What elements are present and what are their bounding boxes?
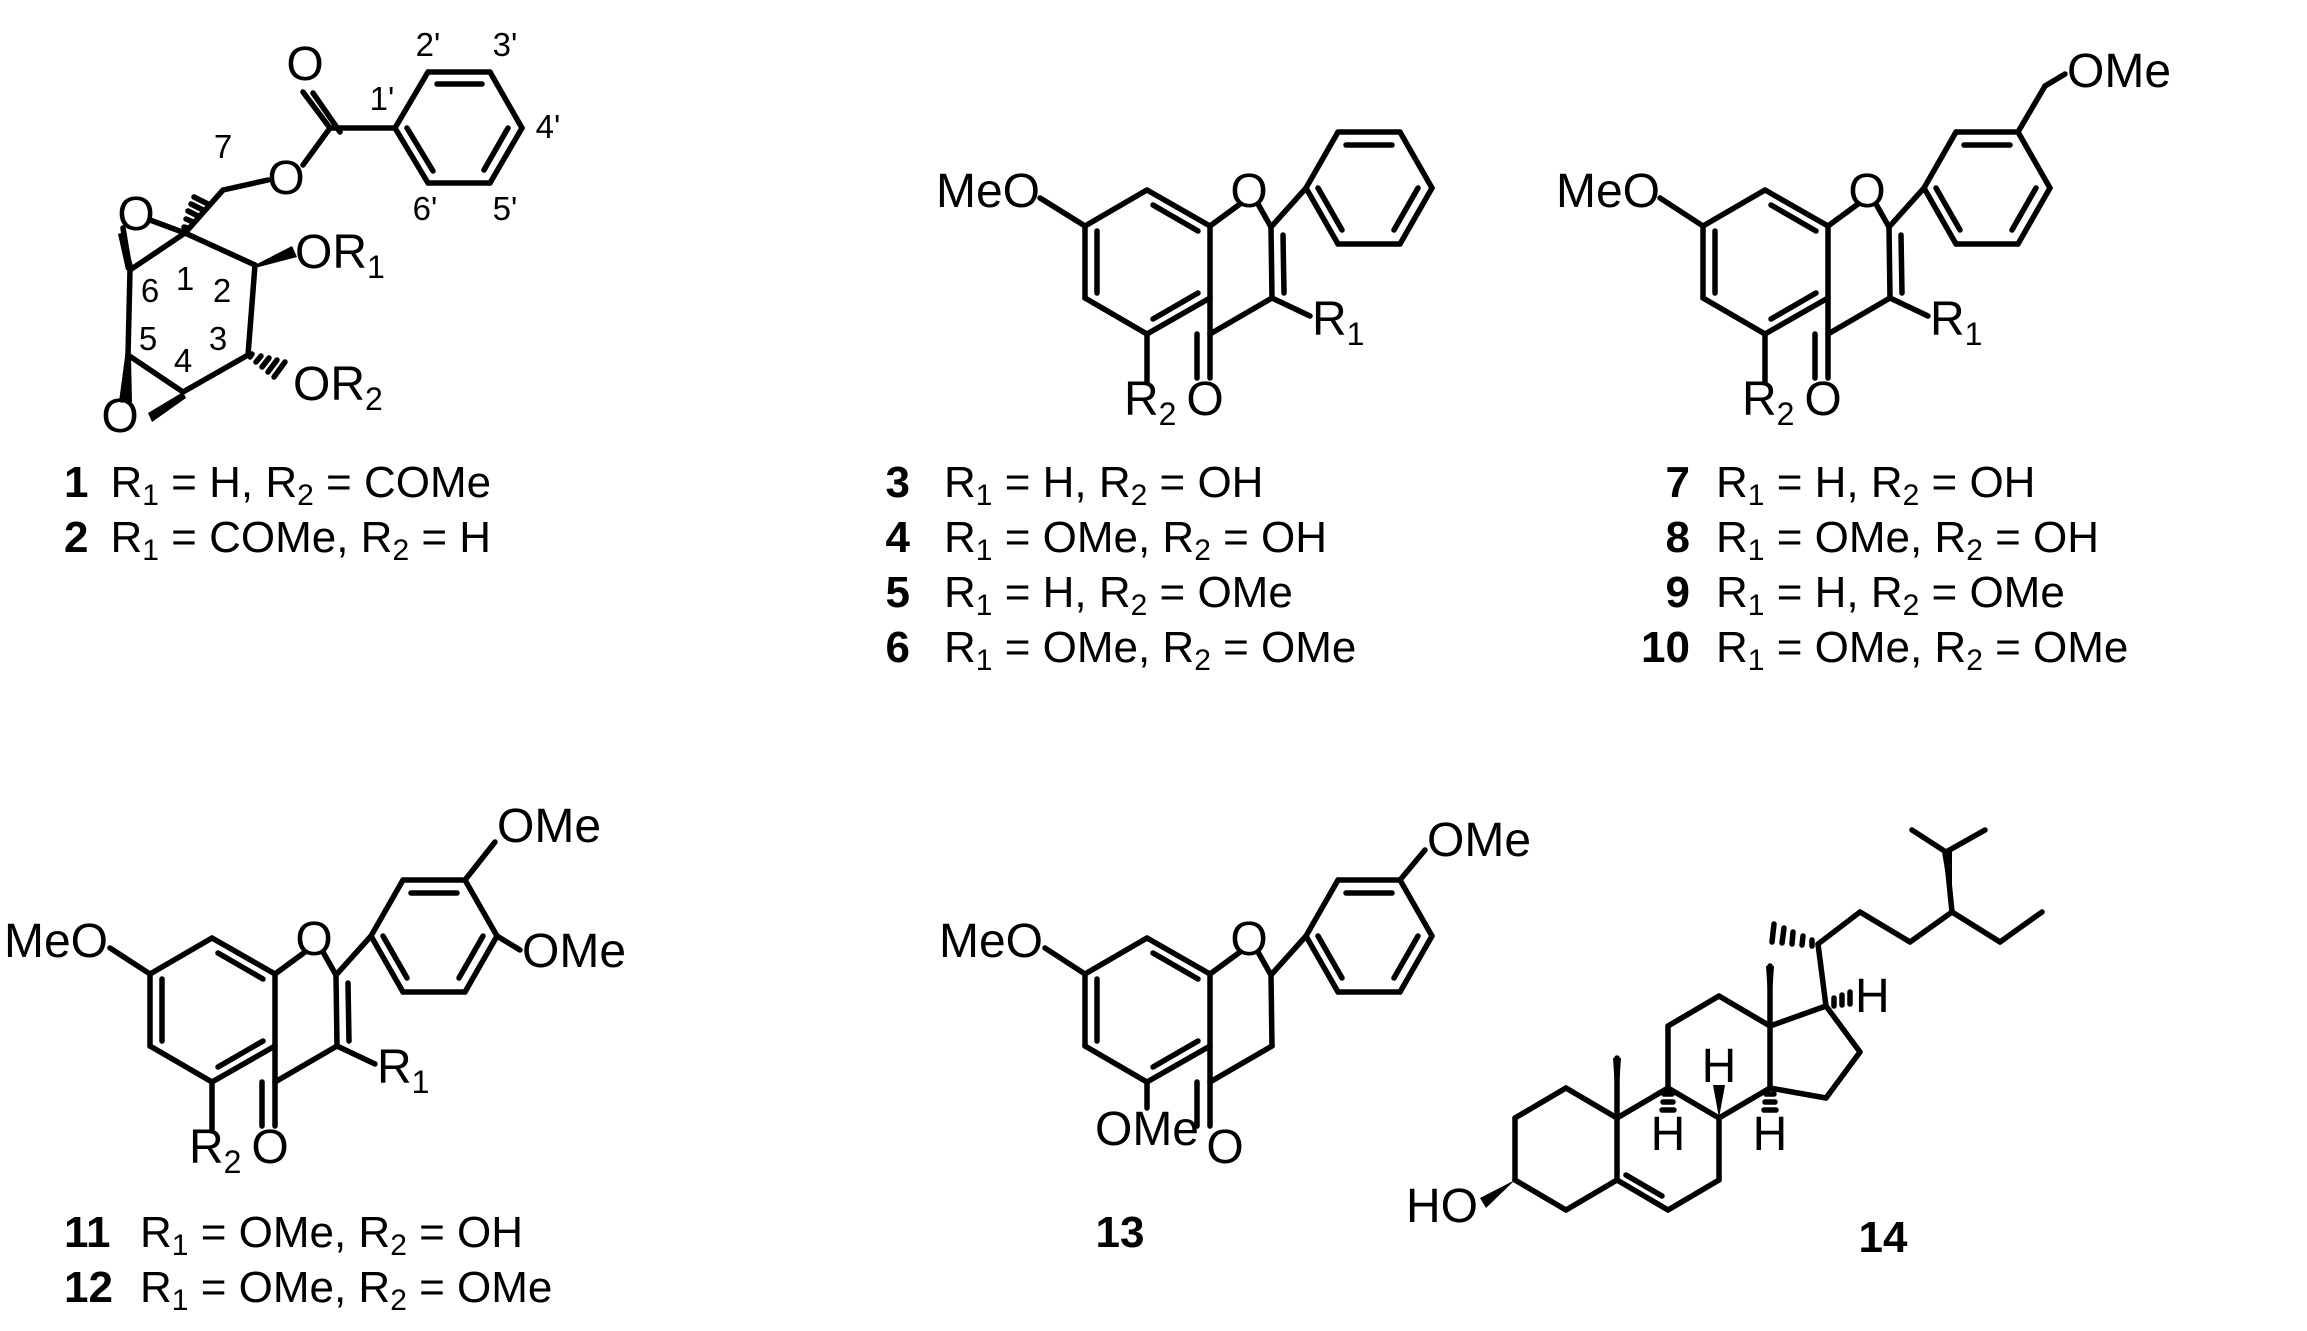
- structure-13: [1042, 847, 1435, 1129]
- structure-1-2-labels: O O O O OR1 OR2 7 1 2 3 4 5 6 1' 2' 3' 4…: [101, 26, 560, 443]
- structure-11-12-labels: MeO O OMe OMe O R1 R2: [4, 800, 626, 1180]
- structure-7-10: [1657, 71, 2068, 385]
- caption-compound-12: R1 = OMe, R2 = OMe: [140, 1263, 552, 1317]
- caption-id-11: 11: [64, 1208, 111, 1257]
- atom-h: H: [1702, 1040, 1737, 1093]
- caption-id-10: 10: [1641, 623, 1690, 672]
- ome-label: OMe: [522, 925, 626, 978]
- r2-label: R2: [1742, 373, 1794, 432]
- position-2p: 2': [416, 26, 441, 63]
- atom-o: O: [1206, 1121, 1243, 1174]
- structure-1-2-wedges: [118, 232, 297, 422]
- position-1p: 1': [370, 80, 395, 117]
- caption-compound-3: R1 = H, R2 = OH: [944, 458, 1263, 512]
- structure-3-6: [1037, 129, 1435, 385]
- position-4: 4: [174, 342, 192, 379]
- r1-label: R1: [377, 1041, 429, 1100]
- atom-o: O: [286, 38, 323, 91]
- caption-id-12: 12: [64, 1263, 113, 1312]
- ome-label: OMe: [1427, 814, 1531, 867]
- ome-label: OMe: [2067, 45, 2171, 98]
- atom-o: O: [117, 188, 154, 241]
- position-2: 2: [213, 272, 231, 309]
- r1-label: R1: [1312, 293, 1364, 352]
- atom-o: O: [267, 152, 304, 205]
- meo-label: MeO: [1556, 165, 1660, 218]
- atom-h: H: [1651, 1108, 1686, 1161]
- caption-id-4: 4: [886, 513, 911, 562]
- position-1: 1: [176, 260, 194, 297]
- meo-label: MeO: [936, 165, 1040, 218]
- caption-compound-9: R1 = H, R2 = OMe: [1716, 568, 2065, 622]
- caption-id-3: 3: [886, 458, 910, 507]
- r2-label: R2: [189, 1121, 241, 1180]
- atom-o: O: [1804, 373, 1841, 426]
- ome-label: OMe: [1095, 1103, 1199, 1156]
- caption-compound-8: R1 = OMe, R2 = OH: [1716, 513, 2099, 567]
- position-6p: 6': [413, 190, 438, 227]
- position-5: 5: [139, 320, 157, 357]
- caption-compound-10: R1 = OMe, R2 = OMe: [1716, 623, 2128, 677]
- atom-o: O: [1230, 913, 1267, 966]
- meo-label: MeO: [4, 915, 108, 968]
- position-7: 7: [214, 128, 232, 165]
- caption-compound-6: R1 = OMe, R2 = OMe: [944, 623, 1356, 677]
- caption-id-9: 9: [1666, 568, 1690, 617]
- meo-label: MeO: [939, 915, 1043, 968]
- position-3: 3: [209, 320, 227, 357]
- position-6: 6: [141, 272, 159, 309]
- structure-3-6-labels: MeO O O R1 R2: [936, 165, 1364, 432]
- caption-id-8: 8: [1666, 513, 1690, 562]
- structure-7-10-labels: MeO O OMe O R1 R2: [1556, 45, 2171, 432]
- position-5p: 5': [493, 190, 518, 227]
- or1-label: OR1: [295, 226, 385, 285]
- caption-compound-4: R1 = OMe, R2 = OH: [944, 513, 1327, 567]
- structure-1-2: [119, 69, 525, 403]
- structure-11-12: [107, 839, 523, 1133]
- caption-compound-5: R1 = H, R2 = OMe: [944, 568, 1293, 622]
- atom-o: O: [251, 1121, 288, 1174]
- caption-compound-13: 13: [1096, 1208, 1145, 1257]
- structure-14-labels: HO H H H H: [1406, 970, 1890, 1233]
- r2-label: R2: [1124, 373, 1176, 432]
- structure-13-labels: MeO O OMe OMe O: [939, 814, 1531, 1174]
- atom-o: O: [1186, 373, 1223, 426]
- structure-14-wedges: [1480, 850, 1952, 1208]
- caption-compound-11: R1 = OMe, R2 = OH: [140, 1208, 523, 1262]
- atom-h: H: [1753, 1108, 1788, 1161]
- or2-label: OR2: [293, 358, 383, 417]
- atom-o: O: [295, 913, 332, 966]
- caption-compound-14: 14: [1859, 1213, 1908, 1262]
- atom-o: O: [1230, 165, 1267, 218]
- ome-label: OMe: [497, 800, 601, 853]
- atom-o: O: [1848, 165, 1885, 218]
- atom-h: H: [1855, 970, 1890, 1023]
- caption-id-7: 7: [1666, 458, 1690, 507]
- caption-id-5: 5: [886, 568, 910, 617]
- position-3p: 3': [493, 26, 518, 63]
- ho-label: HO: [1406, 1180, 1478, 1233]
- position-4p: 4': [536, 108, 561, 145]
- atom-o: O: [101, 390, 138, 443]
- r1-label: R1: [1930, 293, 1982, 352]
- caption-id-6: 6: [886, 623, 910, 672]
- caption-compound-7: R1 = H, R2 = OH: [1716, 458, 2035, 512]
